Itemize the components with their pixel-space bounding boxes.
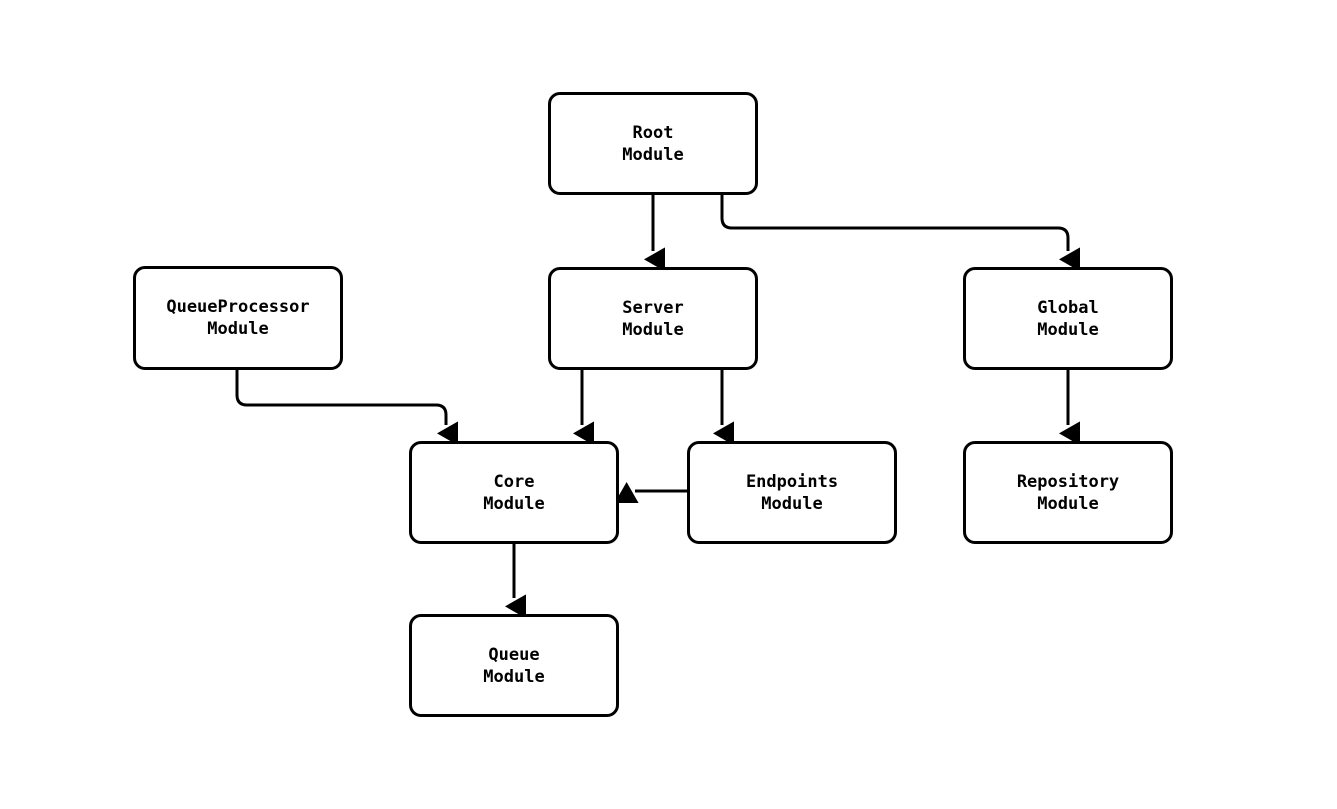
node-label-endpoints-module: Endpoints Module <box>745 471 839 514</box>
node-queue-module[interactable]: Queue Module <box>409 614 619 717</box>
edge-queueprocessor-to-core <box>235 370 458 446</box>
node-global-module[interactable]: Global Module <box>963 267 1173 370</box>
node-label-repository-module: Repository Module <box>1016 471 1120 514</box>
node-label-core-module: Core Module <box>483 471 545 514</box>
node-queueprocessor-module[interactable]: QueueProcessor Module <box>133 266 343 370</box>
edge-root-to-global <box>720 195 1080 272</box>
node-repository-module[interactable]: Repository Module <box>963 441 1173 544</box>
node-label-queue-module: Queue Module <box>483 644 545 687</box>
node-label-global-module: Global Module <box>1037 297 1099 340</box>
node-server-module[interactable]: Server Module <box>548 267 758 370</box>
node-label-root-module: Root Module <box>622 122 684 165</box>
node-root-module[interactable]: Root Module <box>548 92 758 195</box>
node-label-server-module: Server Module <box>622 297 684 340</box>
node-label-queueprocessor-module: QueueProcessor Module <box>166 297 310 339</box>
node-endpoints-module[interactable]: Endpoints Module <box>687 441 897 544</box>
node-core-module[interactable]: Core Module <box>409 441 619 544</box>
